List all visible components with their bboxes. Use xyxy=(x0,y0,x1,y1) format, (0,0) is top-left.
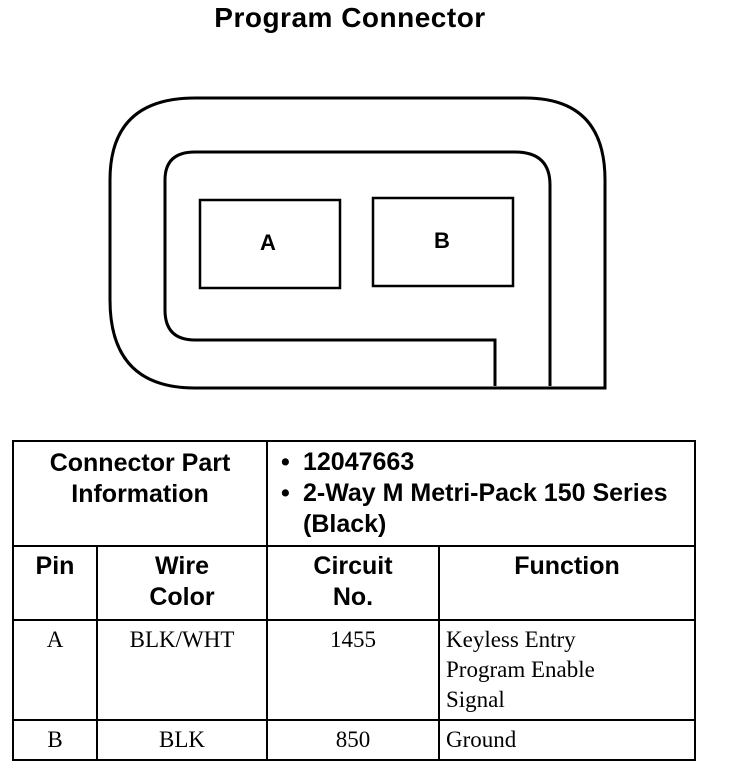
pin-cavity-b xyxy=(371,196,515,288)
pin-label-a: A xyxy=(260,230,276,255)
row-a-function-line1: Keyless Entry xyxy=(446,627,576,652)
header-pin-text: Pin xyxy=(35,552,75,580)
part-info-label: Connector Part Information xyxy=(12,440,268,547)
connector-outer-shell xyxy=(108,96,607,390)
row-a-wire-color: BLK/WHT xyxy=(96,619,268,721)
part-info-label-line2: Information xyxy=(71,480,209,508)
row-b-function: Ground xyxy=(438,719,696,761)
row-a-function: Keyless Entry Program Enable Signal xyxy=(438,619,696,721)
row-b-circuit: 850 xyxy=(266,719,440,761)
pin-label-b: B xyxy=(434,228,450,253)
connector-inner-cavity xyxy=(163,150,552,386)
pin-cavity-a xyxy=(198,198,342,290)
diagram-title: Program Connector xyxy=(214,2,486,33)
part-info-values: • 12047663 • 2-Way M Metri-Pack 150 Seri… xyxy=(266,440,696,547)
connector-series: 2-Way M Metri-Pack 150 Series (Black) xyxy=(303,479,668,538)
bullet-icon: • xyxy=(281,479,290,507)
connector-series-item: • 2-Way M Metri-Pack 150 Series (Black) xyxy=(281,478,693,540)
header-circuit-no: Circuit No. xyxy=(266,545,440,621)
row-a-pin: A xyxy=(12,619,98,721)
header-wire-color: Wire Color xyxy=(96,545,268,621)
header-wire-color-line1: Wire xyxy=(155,552,209,580)
header-function: Function xyxy=(438,545,696,621)
row-b-function-line1: Ground xyxy=(446,727,517,752)
connector-diagram: A B xyxy=(108,96,607,390)
header-wire-color-line2: Color xyxy=(149,583,215,611)
header-circuit-line1: Circuit xyxy=(313,552,393,580)
header-pin: Pin xyxy=(12,545,98,621)
row-a-circuit: 1455 xyxy=(266,619,440,721)
connector-info-table: Connector Part Information • 12047663 • … xyxy=(12,440,696,761)
row-b-wire-color: BLK xyxy=(96,719,268,761)
part-number-item: • 12047663 xyxy=(281,447,693,478)
part-info-label-line1: Connector Part xyxy=(49,449,231,477)
table-row: A BLK/WHT 1455 Keyless Entry Program Ena… xyxy=(12,619,696,721)
bullet-icon: • xyxy=(281,448,290,476)
part-number: 12047663 xyxy=(303,448,415,476)
table-header-row: Pin Wire Color Circuit No. Function xyxy=(12,545,696,621)
table-row: B BLK 850 Ground xyxy=(12,719,696,761)
header-circuit-line2: No. xyxy=(332,583,374,611)
header-function-text: Function xyxy=(514,552,620,580)
row-a-function-line2: Program Enable xyxy=(446,657,595,682)
row-b-pin: B xyxy=(12,719,98,761)
part-info-row: Connector Part Information • 12047663 • … xyxy=(12,440,696,547)
row-a-function-line3: Signal xyxy=(446,687,505,712)
